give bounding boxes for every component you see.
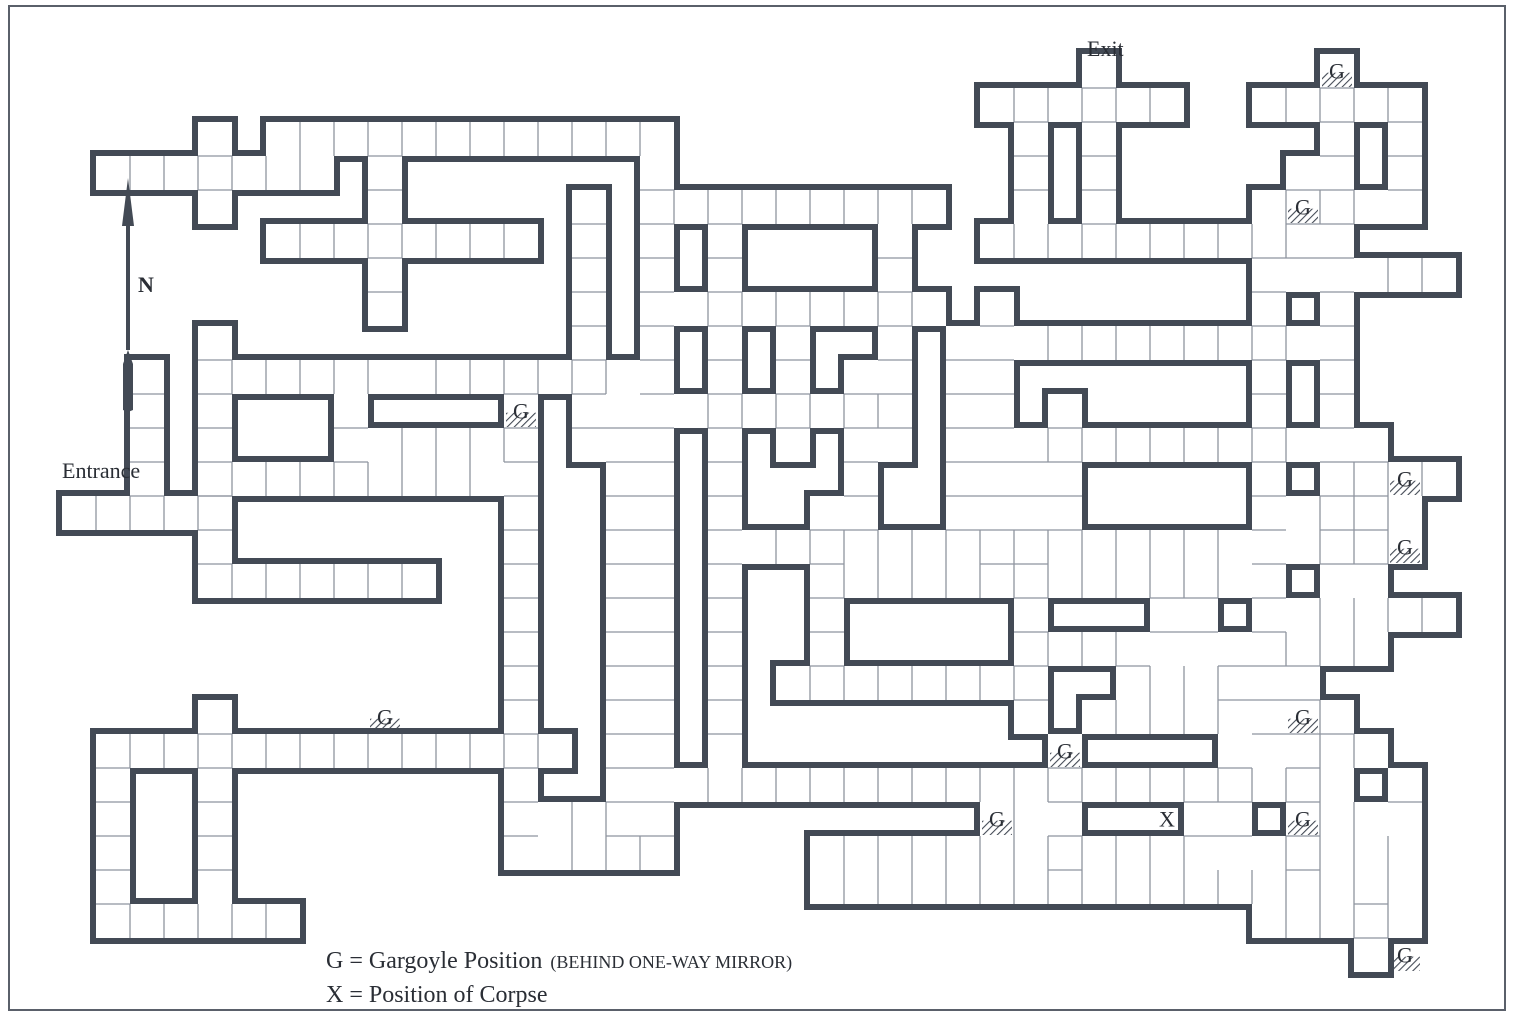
gargoyle-marker: G: [1295, 704, 1311, 729]
corridor-floor: [504, 360, 538, 870]
gargoyle-marker: G: [1057, 738, 1073, 763]
legend-gargoyle-note: (BEHIND ONE-WAY MIRROR): [550, 952, 792, 973]
corridor-floor: [980, 292, 1014, 598]
corridor-floor: [776, 292, 810, 462]
corridor-floor: [198, 122, 232, 224]
corpse-marker: X: [1159, 806, 1175, 831]
corridor-floor: [1286, 598, 1456, 632]
gargoyle-marker: G: [1397, 942, 1413, 967]
gargoyle-marker: G: [1397, 534, 1413, 559]
corridor-floor: [1354, 258, 1456, 292]
corridor-floor: [1150, 564, 1184, 666]
corridor-floor: [198, 564, 436, 598]
corridor-floor: [1354, 428, 1388, 598]
legend-gargoyle: G = Gargoyle Position (BEHIND ONE-WAY MIR…: [326, 948, 792, 974]
gargoyle-marker: G: [1329, 58, 1345, 83]
corridor-floor: [1354, 870, 1388, 972]
gargoyle-marker: G: [377, 704, 393, 729]
corridor-floor: [708, 190, 742, 768]
corridor-floor: [946, 326, 980, 564]
corridor-floor: [640, 190, 946, 224]
corridor-floor: [1014, 428, 1048, 734]
legend-gargoyle-text: G = Gargoyle Position: [326, 948, 542, 974]
exit-label: Exit: [1087, 36, 1124, 61]
gargoyle-marker: G: [513, 398, 529, 423]
legend-corpse: X = Position of Corpse: [326, 982, 548, 1008]
corridor-floor: [640, 156, 674, 870]
corridor-floor: [1218, 632, 1252, 734]
corridor-floor: [130, 360, 164, 530]
corridor-floor: [878, 224, 912, 462]
north-label: N: [138, 272, 154, 297]
north-arrow: [122, 178, 134, 412]
gargoyle-marker: G: [989, 806, 1005, 831]
gargoyle-marker: G: [1295, 806, 1311, 831]
entrance-label: Entrance: [62, 458, 140, 483]
gargoyle-marker: G: [1397, 466, 1413, 491]
corridor-floor: [1252, 836, 1422, 870]
corridor-floor: [334, 394, 368, 496]
corridor-floor: [1184, 564, 1218, 666]
corridor-floor: [1252, 904, 1422, 938]
corridor-floor: [1184, 768, 1218, 870]
gargoyle-marker: G: [1295, 194, 1311, 219]
corridor-floor: [1048, 394, 1082, 564]
